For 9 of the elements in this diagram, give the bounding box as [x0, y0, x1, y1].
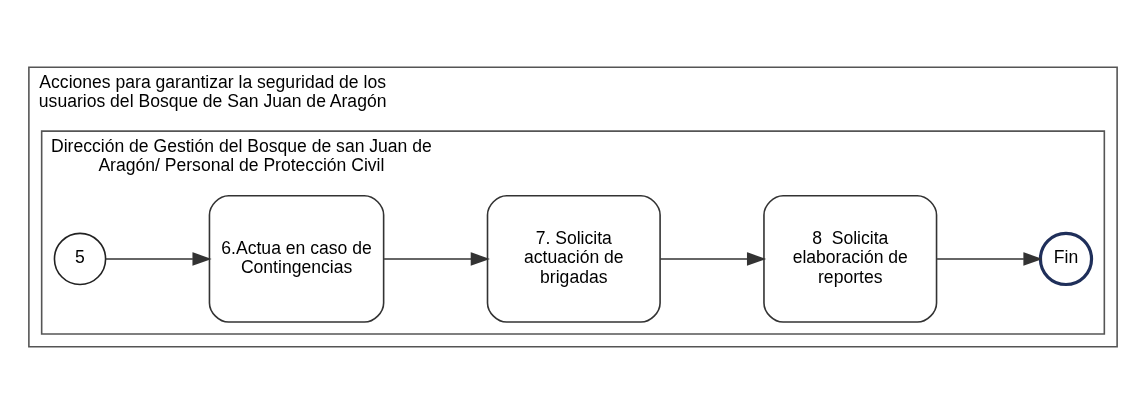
- node-circle: 5: [53, 232, 107, 285]
- arrow: [659, 251, 767, 266]
- node-box: 6.Actua en caso de Contingencias: [208, 194, 385, 323]
- arrow: [104, 251, 212, 266]
- node-box: 8 Solicita elaboración de reportes: [763, 194, 938, 323]
- node-circle: Fin: [1038, 231, 1094, 286]
- node-box: 7. Solicita actuación de brigadas: [486, 194, 661, 323]
- arrow: [383, 251, 490, 266]
- arrow: [936, 251, 1043, 266]
